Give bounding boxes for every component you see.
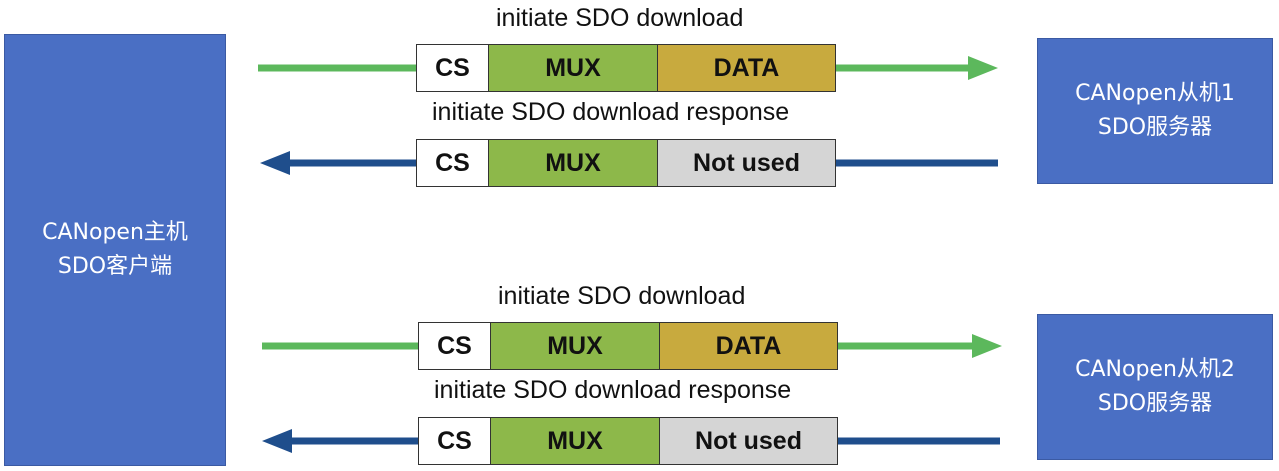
field-mux: MUX — [489, 140, 658, 186]
response-arrow-2-head — [262, 429, 292, 453]
field-cs: CS — [419, 418, 491, 464]
field-data: DATA — [660, 323, 837, 369]
slave1-line1: CANopen从机1 — [1075, 81, 1235, 106]
request-arrow-2-head — [972, 334, 1002, 358]
field-not-used: Not used — [658, 140, 835, 186]
request-caption-2: initiate SDO download — [498, 282, 746, 310]
field-mux: MUX — [489, 45, 658, 91]
field-mux: MUX — [491, 418, 660, 464]
response-caption-2: initiate SDO download response — [434, 376, 792, 404]
field-cs: CS — [419, 323, 491, 369]
request-arrow-1-head — [968, 56, 998, 80]
field-mux: MUX — [491, 323, 660, 369]
field-not-used: Not used — [660, 418, 837, 464]
master-line1: CANopen主机 — [42, 220, 188, 245]
request-frame-2: CS MUX DATA — [418, 322, 838, 370]
slave1-line2: SDO服务器 — [1097, 115, 1213, 140]
slave2-line2: SDO服务器 — [1097, 391, 1213, 416]
response-frame-1: CS MUX Not used — [416, 139, 836, 187]
slave2-node: CANopen从机2 SDO服务器 — [1037, 314, 1273, 460]
response-caption-1: initiate SDO download response — [432, 98, 790, 126]
master-node: CANopen主机 SDO客户端 — [4, 34, 226, 466]
request-caption-1: initiate SDO download — [496, 4, 744, 32]
field-cs: CS — [417, 45, 489, 91]
response-frame-2: CS MUX Not used — [418, 417, 838, 465]
field-data: DATA — [658, 45, 835, 91]
master-line2: SDO客户端 — [57, 254, 173, 279]
slave1-node: CANopen从机1 SDO服务器 — [1037, 38, 1273, 184]
slave2-line1: CANopen从机2 — [1075, 357, 1235, 382]
request-frame-1: CS MUX DATA — [416, 44, 836, 92]
field-cs: CS — [417, 140, 489, 186]
response-arrow-1-head — [260, 151, 290, 175]
